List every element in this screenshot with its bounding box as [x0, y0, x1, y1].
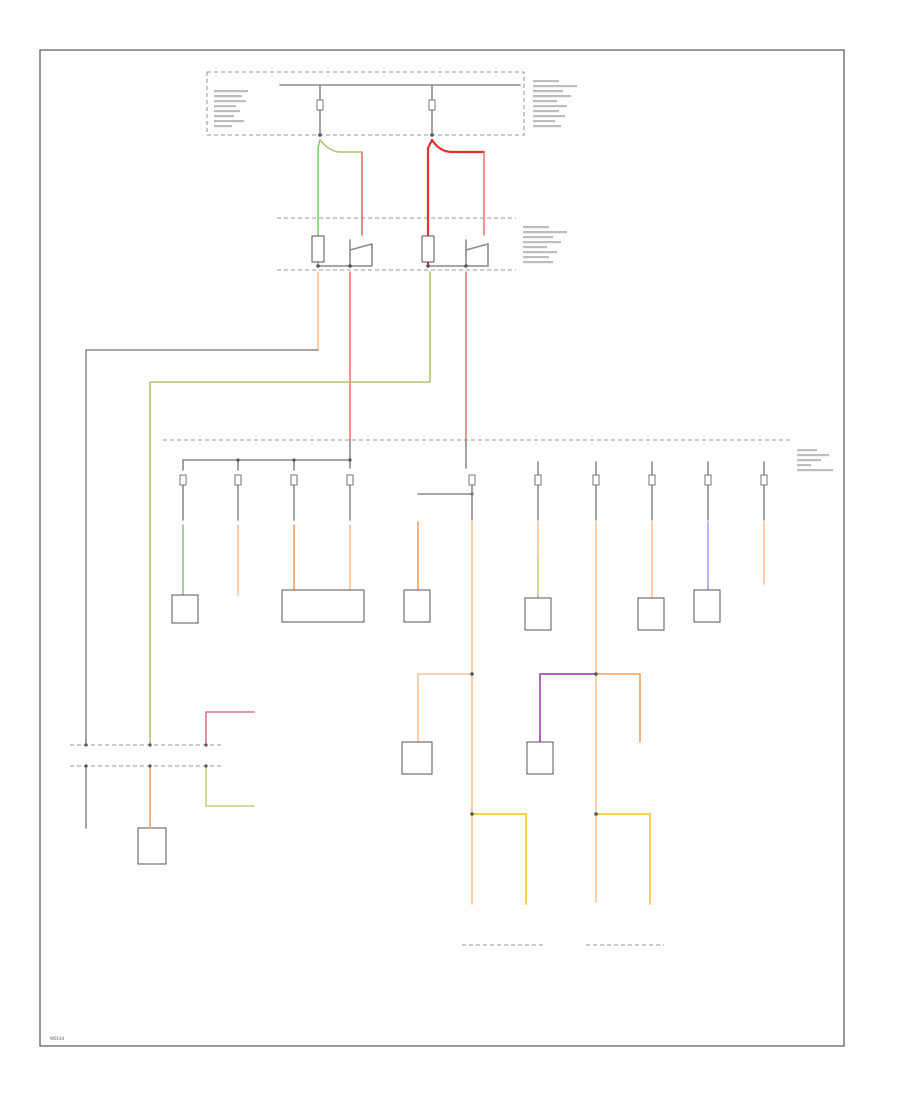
component-box [403, 589, 431, 623]
component-box [637, 597, 665, 631]
component-box [281, 589, 365, 623]
relay-output-wires [85, 271, 467, 746]
relay-box [277, 217, 567, 271]
lower-left-connectors [70, 711, 255, 829]
page-id: W0104 [50, 1036, 65, 1041]
branch-wires [182, 521, 765, 905]
power-distribution-box [206, 71, 577, 137]
diagram-frame [39, 49, 845, 1047]
component-box [693, 589, 721, 623]
feed-wires [317, 138, 486, 267]
fuse-bus [163, 439, 833, 521]
component-box [171, 594, 199, 624]
components-row-1 [171, 589, 721, 631]
component-box [524, 597, 552, 631]
components-row-2 [137, 741, 664, 946]
component-box [526, 741, 554, 775]
component-box [401, 741, 433, 775]
component-box [137, 827, 167, 865]
